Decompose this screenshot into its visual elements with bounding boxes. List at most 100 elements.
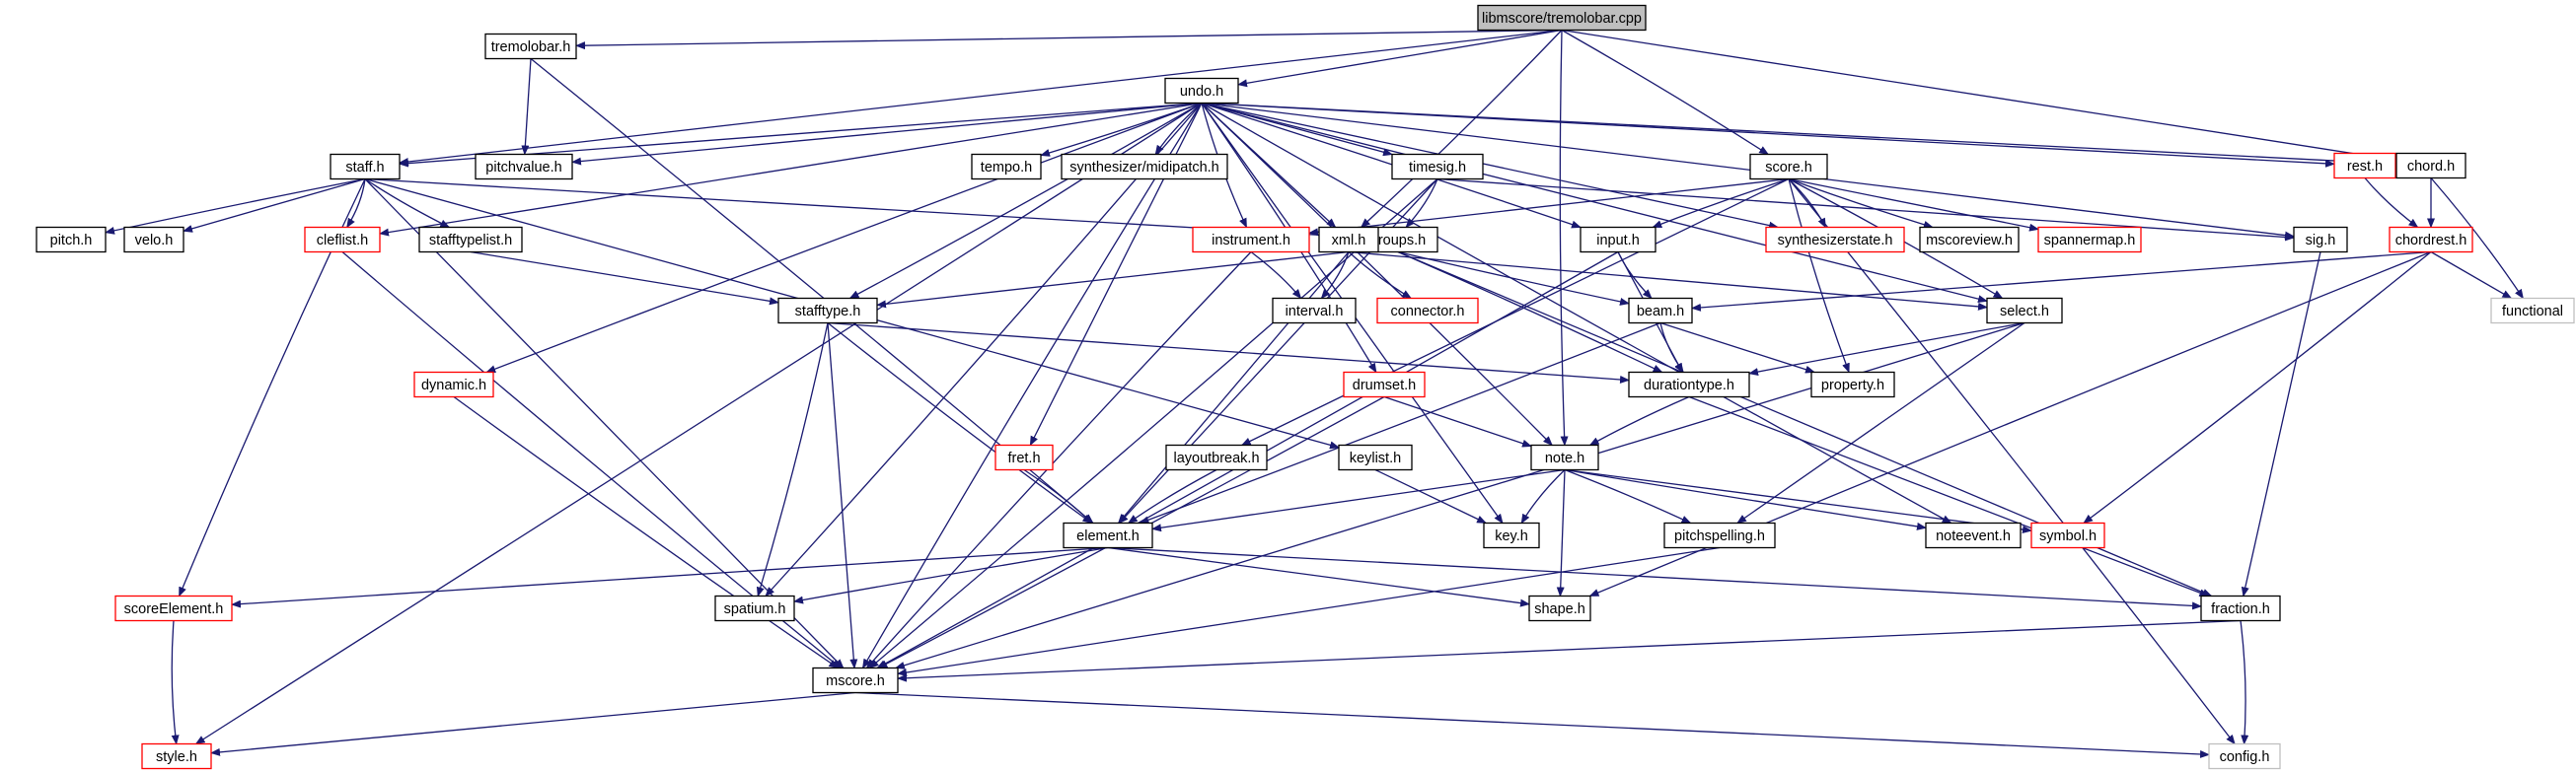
node-box-synthmidi [1061,153,1228,180]
node-tremolobar[interactable]: tremolobar.h [484,33,577,60]
node-undo[interactable]: undo.h [1164,77,1239,105]
edge-drumset-to-note [1383,395,1532,448]
node-rest[interactable]: rest.h [2333,152,2396,179]
edge-score-to-input [1652,177,1790,229]
node-layoutbreak[interactable]: layoutbreak.h [1165,444,1268,471]
node-velo[interactable]: velo.h [123,226,184,253]
node-pitch[interactable]: pitch.h [36,226,107,253]
node-box-velo [123,226,184,253]
edge-durationtype-to-note [1588,395,1690,447]
node-drumset[interactable]: drumset.h [1343,371,1426,398]
edge-root-to-tremolobar [575,29,1563,50]
edge-root-to-chord [1561,29,2397,164]
node-label-scoreElement: scoreElement.h [124,601,224,617]
node-interval[interactable]: interval.h [1272,297,1357,324]
node-label-mscore: mscore.h [826,673,885,689]
node-dynamic[interactable]: dynamic.h [413,371,494,398]
edge-note-to-noteevent [1564,468,1927,530]
node-label-symbol: symbol.h [2039,528,2097,544]
node-label-stafftype: stafftype.h [795,304,861,319]
edge-note-to-pitchspelling [1564,468,1692,525]
node-box-instrument [1192,226,1310,253]
node-shape[interactable]: shape.h [1528,595,1591,622]
node-keylist[interactable]: keylist.h [1338,444,1413,471]
node-box-drumset [1343,371,1426,398]
node-stafftype[interactable]: stafftype.h [777,297,878,324]
node-stafftypelist[interactable]: stafftypelist.h [418,226,523,253]
node-mscoreview[interactable]: mscoreview.h [1919,226,2020,253]
node-box-tempo [971,153,1042,180]
edge-undo-to-chord [1201,102,2397,168]
node-spatium[interactable]: spatium.h [714,595,795,622]
edge-beam-to-property [1659,321,1815,374]
node-tempo[interactable]: tempo.h [971,153,1042,180]
node-label-mscoreview: mscoreview.h [1926,233,2013,248]
node-durationtype[interactable]: durationtype.h [1628,371,1750,398]
node-mscore[interactable]: mscore.h [812,667,899,694]
node-select[interactable]: select.h [1986,297,2063,324]
edge-select-to-durationtype [1748,321,2025,377]
node-element[interactable]: element.h [1063,522,1153,549]
node-pitchvalue[interactable]: pitchvalue.h [475,153,573,180]
edge-staff-to-velo [183,177,366,233]
edge-undo-to-style [194,102,1203,745]
node-score[interactable]: score.h [1749,153,1828,180]
edge-stafftype-to-durationtype [827,321,1630,384]
node-cleflist[interactable]: cleflist.h [304,226,381,253]
node-beam[interactable]: beam.h [1628,297,1693,324]
node-key[interactable]: key.h [1483,522,1540,549]
node-box-root [1477,4,1647,32]
edge-score-to-instrument [1308,177,1790,237]
edge-xml-to-connector [1348,251,1413,300]
edge-element-to-spatium [793,546,1109,604]
edge-keylist-to-key [1374,468,1488,525]
node-chord[interactable]: chord.h [2395,152,2466,179]
edge-undo-to-fret [1029,103,1203,447]
edge-score-to-property [1788,178,1850,374]
node-label-groups: groups.h [1370,233,1426,248]
node-box-key [1483,522,1540,549]
node-spannermap[interactable]: spannermap.h [2037,226,2142,253]
node-symbol[interactable]: symbol.h [2030,522,2105,549]
node-noteevent[interactable]: noteevent.h [1925,522,2022,549]
edge-undo-to-pitchvalue [571,102,1203,166]
node-label-interval: interval.h [1286,304,1344,319]
node-label-rest: rest.h [2347,159,2383,175]
node-label-cleflist: cleflist.h [317,233,368,248]
node-label-score: score.h [1765,160,1812,176]
nodes-layer: libmscore/tremolobar.cpptremolobar.hundo… [36,4,2575,770]
node-box-interval [1272,297,1357,324]
node-label-style: style.h [156,749,197,765]
node-property[interactable]: property.h [1810,371,1895,398]
node-fret[interactable]: fret.h [994,444,1054,471]
node-label-stafftypelist: stafftypelist.h [429,233,512,248]
node-chordrest[interactable]: chordrest.h [2389,226,2473,253]
node-box-keylist [1338,444,1413,471]
edge-input-to-beam [1617,251,1653,300]
node-xml[interactable]: xml.h [1318,226,1379,253]
node-label-beam: beam.h [1637,304,1684,319]
edge-root-to-xml [1360,30,1563,229]
node-staff[interactable]: staff.h [330,153,401,180]
node-box-chordrest [2389,226,2473,253]
node-input[interactable]: input.h [1580,226,1656,253]
node-box-pitchvalue [475,153,573,180]
node-box-layoutbreak [1165,444,1268,471]
node-pitchspelling[interactable]: pitchspelling.h [1663,522,1776,549]
node-scoreElement[interactable]: scoreElement.h [114,595,233,622]
edge-element-to-shape [1107,546,1530,607]
edge-undo-to-stafftype [848,102,1203,300]
edge-stafftype-to-spatium [756,322,829,597]
node-timesig[interactable]: timesig.h [1391,153,1484,180]
node-sig[interactable]: sig.h [2293,226,2348,253]
node-label-drumset: drumset.h [1353,378,1416,393]
node-connector[interactable]: connector.h [1376,297,1479,324]
node-box-style [141,742,212,770]
node-instrument[interactable]: instrument.h [1192,226,1310,253]
node-label-undo: undo.h [1180,84,1223,100]
node-style[interactable]: style.h [141,742,212,770]
node-synthmidi[interactable]: synthesizer/midipatch.h [1061,153,1228,180]
node-fraction[interactable]: fraction.h [2200,595,2281,622]
node-note[interactable]: note.h [1530,444,1599,471]
node-synthstate[interactable]: synthesizerstate.h [1765,226,1905,253]
